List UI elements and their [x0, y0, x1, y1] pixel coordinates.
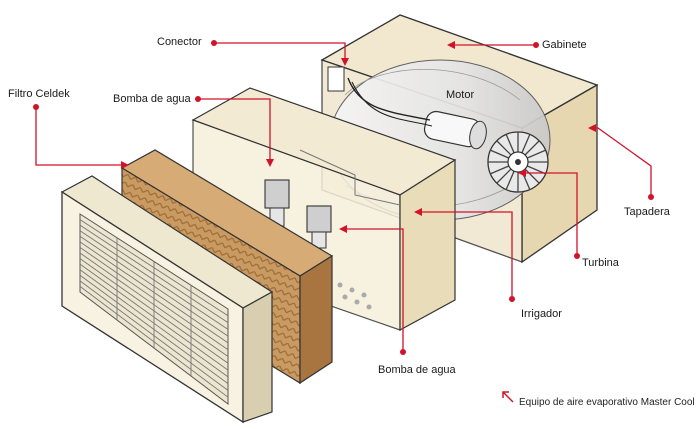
- label-bomba-agua-bottom: Bomba de agua: [378, 364, 456, 376]
- motor-wire: [347, 77, 431, 121]
- label-bomba-agua-top: Bomba de agua: [113, 93, 191, 105]
- connector-slot: [327, 66, 345, 92]
- leader-lines: [35, 42, 652, 352]
- leader-bomba-bottom: [343, 228, 404, 352]
- leader-irrigador: [418, 211, 513, 299]
- leader-bomba-top: [198, 98, 271, 163]
- leader-conector: [214, 42, 346, 62]
- label-irrigador: Irrigador: [521, 308, 562, 320]
- water-pump-bottom: [306, 205, 332, 249]
- leader-arrowheads: [121, 41, 596, 233]
- leader-tapadera: [592, 127, 652, 197]
- leader-turbina: [522, 172, 578, 256]
- label-turbina: Turbina: [582, 257, 619, 269]
- leader-filtro: [35, 107, 125, 166]
- grille-slats: [79, 219, 229, 398]
- label-conector: Conector: [157, 36, 202, 48]
- tank-drain-holes: [337, 282, 372, 310]
- label-gabinete: Gabinete: [542, 39, 587, 51]
- water-tank: [191, 87, 457, 332]
- label-filtro-celdek: Filtro Celdek: [8, 88, 70, 100]
- turbine: [487, 131, 549, 193]
- leader-dots: [33, 40, 654, 355]
- front-grille: [60, 175, 274, 424]
- caption-arrow-icon: [502, 391, 514, 403]
- motor-body: [423, 110, 487, 150]
- label-motor: Motor: [446, 89, 475, 101]
- label-tapadera: Tapadera: [624, 206, 670, 218]
- caption-text: Equipo de aire evaporativo Master Cool: [519, 397, 695, 408]
- water-pump-top: [264, 179, 290, 227]
